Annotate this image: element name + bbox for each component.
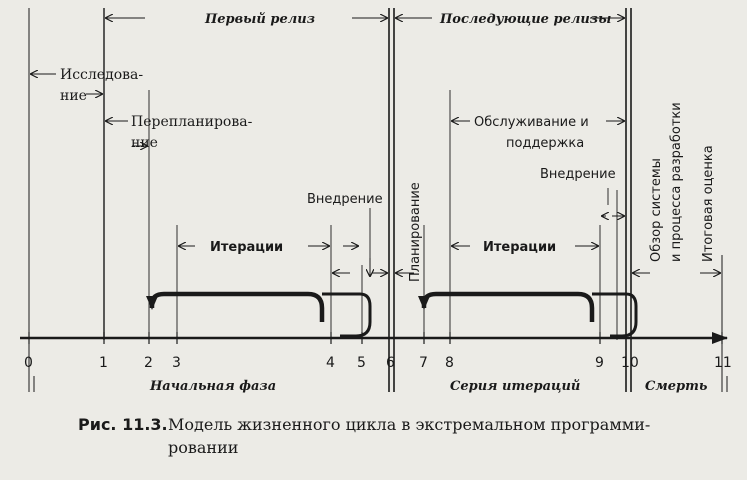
review-label-line1: Обзор системы (649, 158, 664, 262)
iteration-loop-2-return (592, 292, 638, 338)
axis-ticks (28, 332, 723, 344)
bottom-extenders (28, 376, 728, 392)
tick-label: 2 (144, 355, 153, 371)
tick-label: 4 (326, 355, 335, 371)
phase-initial-label: Начальная фаза (149, 379, 276, 394)
iterations-1-label: Итерации (210, 240, 283, 255)
tick-label: 5 (357, 355, 366, 371)
maintenance-label-line2: поддержка (506, 136, 584, 151)
tick-label: 7 (419, 355, 428, 371)
phase-death-label: Смерть (645, 379, 708, 394)
tick-label: 0 (24, 355, 33, 371)
research-label-line1: Исследова- (60, 67, 143, 83)
iterations-2-label: Итерации (483, 240, 556, 255)
tick-label: 10 (621, 355, 639, 371)
first-release-header: Первый релиз (204, 12, 315, 27)
tick-labels: 0 1 2 3 4 5 6 7 8 9 10 11 (24, 355, 732, 371)
iteration-loop-2 (418, 291, 595, 322)
iteration-loop-1-return (322, 292, 372, 338)
figure-caption-line1: Модель жизненного цикла в экстремальном … (168, 415, 650, 434)
iteration-loop-1 (146, 291, 325, 322)
later-releases-header: Последующие релизы (439, 12, 611, 27)
replanning-label-line1: Перепланирова- (131, 114, 253, 130)
review-label-line2: и процесса разработки (669, 102, 684, 262)
deploy-label-2: Внедрение (540, 167, 616, 182)
phase-iterations-label: Серия итераций (450, 379, 580, 394)
deploy-label-1: Внедрение (307, 192, 383, 207)
tick-label: 1 (99, 355, 108, 371)
tick-label: 6 (386, 355, 395, 371)
tick-label: 3 (172, 355, 181, 371)
tick-label: 9 (595, 355, 604, 371)
tick-label: 8 (445, 355, 454, 371)
research-label-line2: ние (60, 88, 87, 104)
planning-label: Планирование (408, 182, 423, 282)
final-eval-label: Итоговая оценка (701, 145, 716, 262)
figure-caption-line2: ровании (168, 438, 238, 457)
replanning-label-line2: ние (131, 135, 158, 151)
maintenance-label-line1: Обслуживание и (474, 115, 589, 130)
tick-label: 11 (714, 355, 732, 371)
figure-caption-prefix: Рис. 11.3. (78, 415, 168, 434)
